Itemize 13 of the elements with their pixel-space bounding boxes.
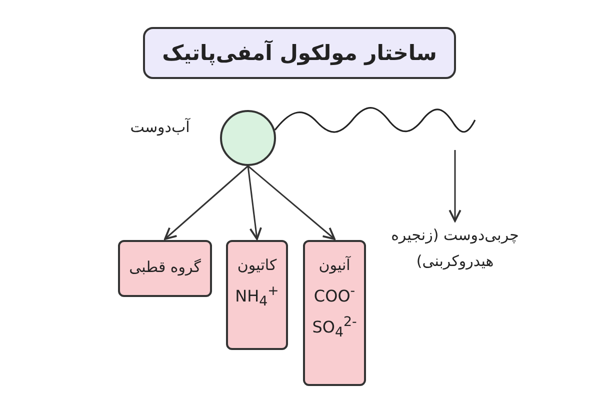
cation-box bbox=[226, 240, 288, 350]
box-heading: آنیون bbox=[318, 256, 350, 274]
anion-box bbox=[303, 240, 366, 386]
arrow bbox=[248, 165, 336, 240]
arrow bbox=[164, 165, 248, 240]
arrow bbox=[448, 150, 462, 222]
formula-text: COO$^{-}$ bbox=[314, 284, 356, 306]
side-label: آب‌دوست bbox=[129, 118, 192, 136]
box-heading: کاتیون bbox=[237, 256, 277, 274]
arrow bbox=[247, 166, 262, 240]
title-box: ساختار مولکول آمفی‌پاتیک bbox=[143, 27, 456, 79]
polar-group-box: گروه قطبی bbox=[118, 240, 212, 297]
side-label: چربی‌دوست (زنجیره هیدروکربنی) bbox=[380, 222, 530, 278]
